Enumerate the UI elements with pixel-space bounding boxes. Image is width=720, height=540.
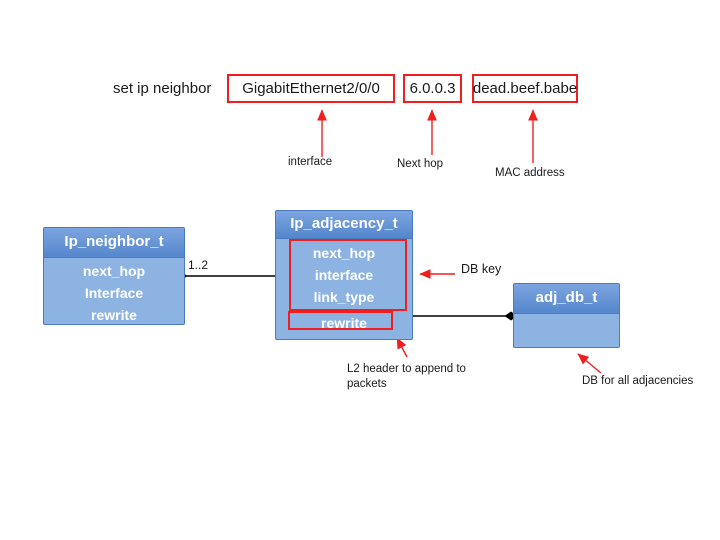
db-key-note: DB key — [461, 262, 502, 276]
field-next-hop: next_hop — [312, 245, 376, 261]
arrow-l2-header — [396, 337, 408, 358]
l2-header-note-line2: packets — [347, 378, 387, 390]
field-rewrite: rewrite — [91, 307, 137, 323]
entity-adj-db-title: adj_db_t — [514, 284, 619, 314]
cli-arg-mac-address: dead.beef.babe — [472, 74, 578, 103]
field-rewrite: rewrite — [321, 315, 367, 331]
field-next-hop: next_hop — [82, 263, 146, 279]
label-next-hop: Next hop — [397, 158, 444, 170]
entity-ip-adjacency: Ip_adjacency_t next_hop interface link_t… — [275, 210, 413, 340]
l2-header-note-line1: L2 header to append to — [347, 363, 466, 375]
cli-arg-interface: GigabitEthernet2/0/0 — [227, 74, 395, 103]
label-interface: interface — [288, 156, 333, 168]
adj-db-note: DB for all adjacencies — [582, 375, 694, 387]
association-adjacency-adjdb — [413, 311, 518, 321]
entity-ip-neighbor: Ip_neighbor_t next_hop Interface rewrite — [43, 227, 185, 325]
cli-arg-next-hop: 6.0.0.3 — [403, 74, 462, 103]
multiplicity-label: 1..2 — [188, 258, 209, 272]
entity-ip-adjacency-title: Ip_adjacency_t — [276, 211, 412, 239]
db-key-highlight-rect — [289, 239, 407, 311]
entity-ip-neighbor-title: Ip_neighbor_t — [44, 228, 184, 258]
association-neighbor-adjacency — [174, 271, 275, 281]
field-interface: interface — [314, 267, 374, 283]
field-interface: Interface — [84, 285, 144, 301]
l2-header-note: L2 header to append to packets — [347, 362, 466, 392]
field-link-type: link_type — [313, 289, 375, 305]
label-mac-address: MAC address — [495, 167, 565, 179]
entity-adj-db: adj_db_t — [513, 283, 620, 348]
rewrite-highlight-rect — [288, 311, 393, 330]
arrow-adj-db-note — [577, 353, 602, 374]
cli-command-text: set ip neighbor — [113, 80, 212, 97]
